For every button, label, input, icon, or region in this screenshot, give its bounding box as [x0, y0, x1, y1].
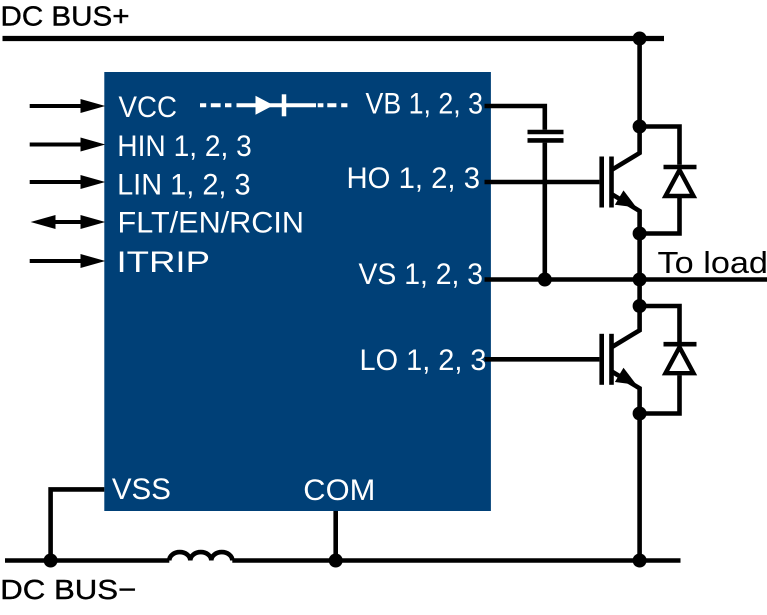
svg-text:DC BUS−: DC BUS−: [0, 574, 136, 605]
svg-text:HIN 1, 2, 3: HIN 1, 2, 3: [117, 130, 252, 163]
svg-text:VSS: VSS: [112, 473, 171, 506]
svg-text:VB 1, 2, 3: VB 1, 2, 3: [366, 88, 484, 121]
svg-text:COM: COM: [303, 474, 375, 507]
svg-text:DC BUS+: DC BUS+: [1, 1, 130, 32]
svg-text:HO 1, 2, 3: HO 1, 2, 3: [347, 162, 481, 195]
svg-text:VS 1, 2, 3: VS 1, 2, 3: [359, 258, 484, 291]
svg-text:ITRIP: ITRIP: [117, 246, 211, 279]
svg-text:LO 1, 2, 3: LO 1, 2, 3: [360, 344, 487, 377]
svg-text:LIN 1, 2, 3: LIN 1, 2, 3: [117, 169, 251, 202]
svg-text:VCC: VCC: [119, 91, 178, 124]
svg-text:To load: To load: [658, 245, 767, 280]
svg-text:FLT/EN/RCIN: FLT/EN/RCIN: [118, 207, 305, 240]
